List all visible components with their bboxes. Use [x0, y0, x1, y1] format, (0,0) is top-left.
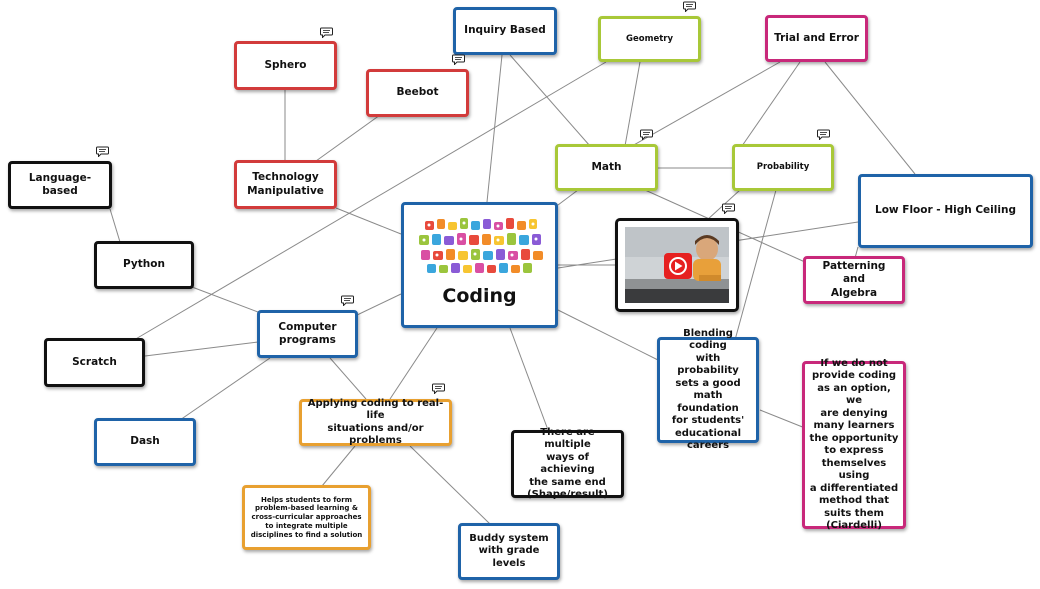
node-multiple-ways[interactable]: There are multiple ways of achieving the… [511, 427, 624, 500]
edge [315, 114, 381, 162]
edge [824, 61, 916, 175]
edge [144, 341, 259, 357]
edge [329, 357, 367, 400]
edge [321, 445, 356, 487]
edge [335, 207, 402, 235]
edge [624, 61, 641, 147]
node-blending-coding[interactable]: Blending coding with probability sets a … [657, 328, 759, 451]
speech-bubble-icon[interactable] [683, 1, 696, 12]
edge [409, 445, 491, 525]
edge [133, 61, 607, 341]
speech-bubble-icon[interactable] [817, 129, 830, 140]
video-thumbnail[interactable] [615, 218, 739, 312]
node-helps-students[interactable]: Helps students to form problem-based lea… [242, 485, 371, 550]
node-applying-coding[interactable]: Applying coding to real-life situations … [299, 398, 452, 446]
edge [557, 309, 659, 361]
robot-icons-graphic [419, 218, 543, 273]
edge [759, 409, 806, 429]
node-scratch[interactable]: Scratch [44, 338, 145, 387]
edge [631, 61, 781, 147]
node-if-we-do-not[interactable]: If we do not provide coding as an option… [802, 358, 906, 531]
node-patterning-and-algebra[interactable]: Patterning and Algebra [803, 256, 905, 304]
node-math[interactable]: Math [555, 144, 658, 191]
edge [486, 54, 503, 203]
node-language-based[interactable]: Language-based [8, 161, 112, 209]
edge [179, 357, 271, 421]
speech-bubble-icon[interactable] [452, 54, 465, 65]
node-trial-and-error[interactable]: Trial and Error [765, 15, 868, 62]
speech-bubble-icon[interactable] [320, 27, 333, 38]
node-inquiry-based[interactable]: Inquiry Based [453, 7, 557, 55]
edge [354, 293, 402, 317]
video-preview-image [625, 227, 729, 303]
edge [741, 61, 801, 147]
node-buddy-system[interactable]: Buddy system with grade levels [458, 523, 560, 580]
speech-bubble-icon[interactable] [432, 383, 445, 394]
node-technology-manipulative[interactable]: Technology Manipulative [234, 160, 337, 209]
edge [191, 286, 259, 313]
central-node-coding[interactable]: Coding [401, 202, 558, 328]
node-dash[interactable]: Dash [94, 418, 196, 466]
speech-bubble-icon[interactable] [640, 129, 653, 140]
speech-bubble-icon[interactable] [722, 203, 735, 214]
node-python[interactable]: Python [94, 241, 194, 289]
node-beebot[interactable]: Beebot [366, 69, 469, 117]
node-geometry[interactable]: Geometry [598, 16, 701, 62]
edge [109, 208, 121, 243]
edge [509, 327, 549, 431]
speech-bubble-icon[interactable] [341, 295, 354, 306]
node-low-floor-high-ceiling[interactable]: Low Floor - High Ceiling [858, 174, 1033, 248]
node-probability[interactable]: Probability [732, 144, 834, 191]
central-node-title: Coding [442, 285, 517, 307]
edge [734, 189, 777, 341]
play-button-icon[interactable] [664, 253, 692, 279]
node-sphero[interactable]: Sphero [234, 41, 337, 90]
edge [389, 327, 438, 400]
node-computer-programs[interactable]: Computer programs [257, 310, 358, 358]
speech-bubble-icon[interactable] [96, 146, 109, 157]
edge [557, 189, 579, 206]
edge [509, 54, 591, 147]
